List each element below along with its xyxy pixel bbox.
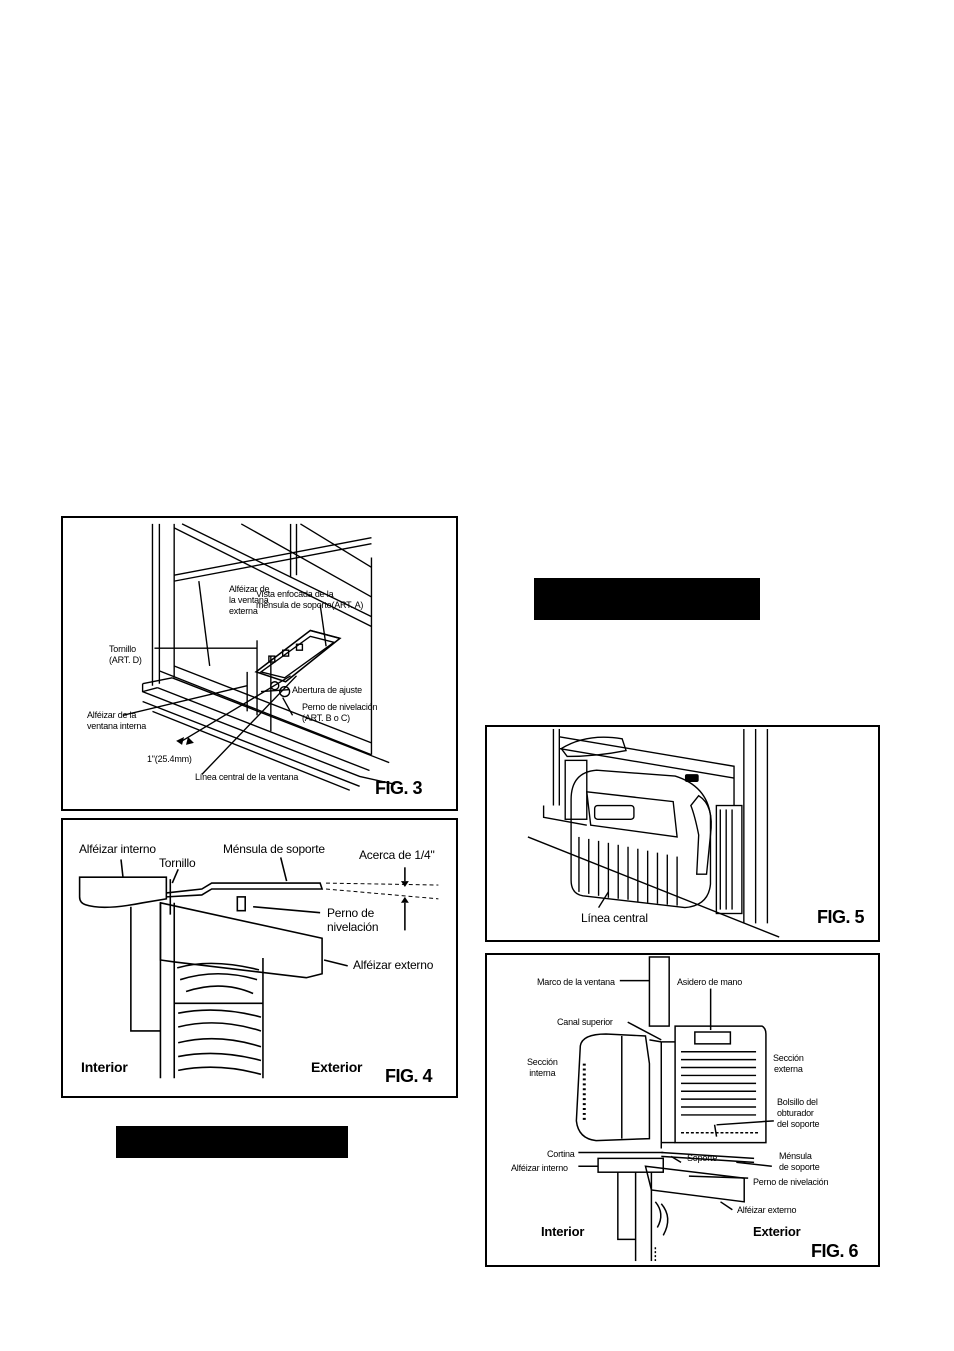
heading-bar-left: [116, 1126, 348, 1158]
fig4-label-alfeizar-interno: Alféizar interno: [79, 842, 156, 856]
fig6-label-marco: Marco de la ventana: [537, 977, 615, 987]
fig4-label-exterior: Exterior: [311, 1059, 363, 1075]
fig3-label-perno: Perno de nivelación (ART. B o C): [302, 702, 378, 723]
fig3-title: FIG. 3: [375, 778, 423, 798]
fig6-label-alfeizar-externo: Alféizar externo: [737, 1205, 797, 1215]
fig6-label-bolsillo: Bolsillo del obturador del soporte: [777, 1097, 820, 1129]
figure-3-drawing: [122, 523, 396, 791]
figure-6: Marco de la ventana Asidero de mano Cana…: [485, 953, 880, 1267]
figure-5-drawing: [527, 728, 780, 938]
fig6-label-perno: Perno de nivelación: [753, 1177, 829, 1187]
fig3-label-medida: 1"(25.4mm): [147, 754, 192, 764]
figure-4-drawing: [78, 857, 439, 1079]
fig6-label-exterior: Exterior: [753, 1224, 801, 1239]
fig3-label-alfeizar-ext: Alféizar de la ventana externa: [229, 584, 270, 616]
fig6-label-cortina: Cortina: [547, 1149, 575, 1159]
fig6-label-canal: Canal superior: [557, 1017, 613, 1027]
fig6-label-alfeizar-interno: Alféizar interno: [511, 1163, 568, 1173]
fig3-label-abertura: Abertura de ajuste: [292, 685, 362, 695]
fig4-label-alfeizar-externo: Alféizar externo: [353, 958, 434, 972]
fig6-title: FIG. 6: [811, 1241, 859, 1261]
fig6-label-seccion-interna: Sección interna: [527, 1057, 558, 1078]
figure-4: Alféizar interno Tornillo Ménsula de sop…: [61, 818, 458, 1098]
fig6-label-seccion-externa: Sección externa: [773, 1053, 804, 1074]
fig3-label-linea-central: Línea central de la ventana: [195, 772, 299, 782]
fig6-label-interior: Interior: [541, 1224, 585, 1239]
fig6-label-mensula: Ménsula de soporte: [779, 1151, 820, 1172]
fig6-label-asidero: Asidero de mano: [677, 977, 743, 987]
figure-5: Línea central FIG. 5: [485, 725, 880, 942]
fig4-label-acerca: Acerca de 1/4": [359, 848, 435, 862]
figure-6-drawing: [575, 956, 774, 1262]
heading-bar-right: [534, 578, 760, 620]
fig5-label-linea-central: Línea central: [581, 911, 648, 925]
fig4-label-perno: Perno de nivelación: [327, 906, 379, 934]
fig4-label-tornillo: Tornillo: [159, 856, 196, 870]
fig5-title: FIG. 5: [817, 907, 865, 927]
fig3-label-alfeizar-int: Alféizar de la ventana interna: [87, 710, 147, 731]
fig6-label-soporte: Soporte: [687, 1153, 718, 1163]
figure-3: Alféizar de la ventana externa Vista enf…: [61, 516, 458, 811]
fig4-title: FIG. 4: [385, 1066, 433, 1086]
fig4-label-interior: Interior: [81, 1059, 128, 1075]
fig4-label-mensula: Ménsula de soporte: [223, 842, 325, 856]
fig3-label-tornillo: Tornillo (ART. D): [109, 644, 142, 665]
fig3-label-vista: Vista enfocada de la ménsula de soporte(…: [256, 589, 364, 610]
